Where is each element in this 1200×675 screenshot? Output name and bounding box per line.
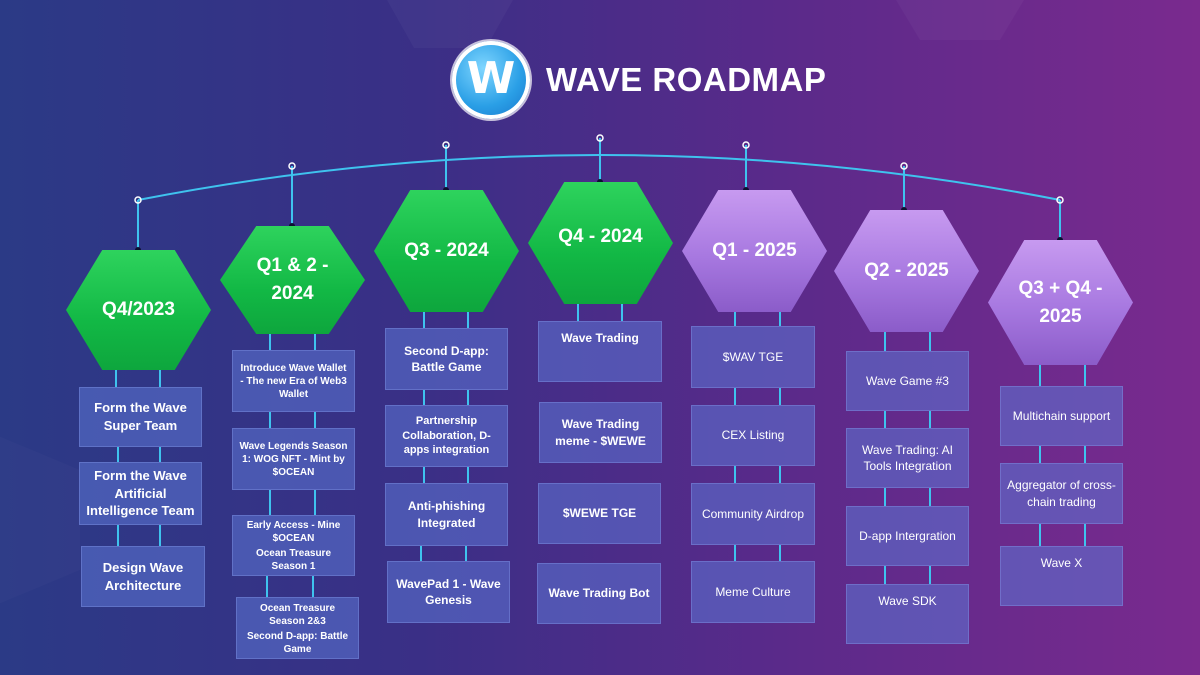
milestone-item: Ocean Treasure Season 2&3 bbox=[259, 602, 336, 627]
milestone-item: Form the Wave Artificial Intelligence Te… bbox=[79, 462, 202, 525]
milestone-item: Early Access - Mine $OCEAN bbox=[246, 520, 341, 544]
milestone-item: Wave Game #3 bbox=[846, 351, 969, 411]
milestone-item: D-app Intergration bbox=[846, 506, 969, 566]
wave-logo-letter: W bbox=[466, 52, 516, 104]
milestone-item: Aggregator of cross-chain trading bbox=[1000, 463, 1123, 524]
milestone-item: Partnership Collaboration, D-apps integr… bbox=[385, 405, 508, 467]
milestone-item: Form the Wave Super Team bbox=[79, 387, 202, 447]
milestone-item: Community Airdrop bbox=[691, 483, 815, 545]
page-title: WAVE ROADMAP bbox=[546, 61, 827, 98]
quarter-hex-q1-2025: Q1 - 2025 bbox=[682, 190, 827, 312]
quarter-label: Q4 - 2024 bbox=[558, 226, 643, 248]
milestone-item: Ocean Treasure Season 1 bbox=[255, 548, 332, 572]
quarter-hex-q2-2025: Q2 - 2025 bbox=[834, 210, 979, 332]
milestone-item: Meme Culture bbox=[691, 561, 815, 623]
milestone-item: Introduce Wave Wallet - The new Era of W… bbox=[232, 350, 355, 412]
quarter-label: Q1 & 2 - 2024 bbox=[256, 255, 329, 304]
quarter-label: Q4/2023 bbox=[102, 299, 175, 321]
milestone-item: Wave Legends Season 1: WOG NFT - Mint by… bbox=[232, 428, 355, 490]
wave-logo: W bbox=[452, 41, 530, 119]
milestone-item: Second D-app: Battle Game bbox=[246, 630, 349, 655]
milestone-item-group: Early Access - Mine $OCEAN Ocean Treasur… bbox=[232, 515, 355, 576]
milestone-item: Second D-app: Battle Game bbox=[385, 328, 508, 390]
milestone-item-group: Ocean Treasure Season 2&3 Second D-app: … bbox=[236, 597, 359, 659]
milestone-item: Wave Trading bbox=[538, 321, 662, 382]
milestone-item: WavePad 1 - Wave Genesis bbox=[387, 561, 510, 623]
milestone-item: Wave SDK bbox=[846, 584, 969, 644]
milestone-item: Wave Trading: AI Tools Integration bbox=[846, 428, 969, 488]
quarter-label: Q2 - 2025 bbox=[864, 260, 949, 282]
milestone-item: Wave X bbox=[1000, 546, 1123, 606]
milestone-item: CEX Listing bbox=[691, 405, 815, 466]
milestone-item: Anti-phishing Integrated bbox=[385, 483, 508, 546]
milestone-item: $WAV TGE bbox=[691, 326, 815, 388]
milestone-item: $WEWE TGE bbox=[538, 483, 661, 544]
quarter-label: Q3 + Q4 - 2025 bbox=[1018, 277, 1103, 327]
milestone-item: Wave Trading Bot bbox=[537, 563, 661, 624]
milestone-item: Design Wave Architecture bbox=[81, 546, 205, 607]
quarter-label: Q1 - 2025 bbox=[712, 240, 797, 262]
milestone-item: Wave Trading meme - $WEWE bbox=[539, 402, 662, 463]
quarter-hex-q4-2024: Q4 - 2024 bbox=[528, 182, 673, 304]
milestone-item: Multichain support bbox=[1000, 386, 1123, 446]
quarter-label: Q3 - 2024 bbox=[404, 240, 489, 262]
roadmap-header: W WAVE ROADMAP bbox=[452, 40, 826, 120]
